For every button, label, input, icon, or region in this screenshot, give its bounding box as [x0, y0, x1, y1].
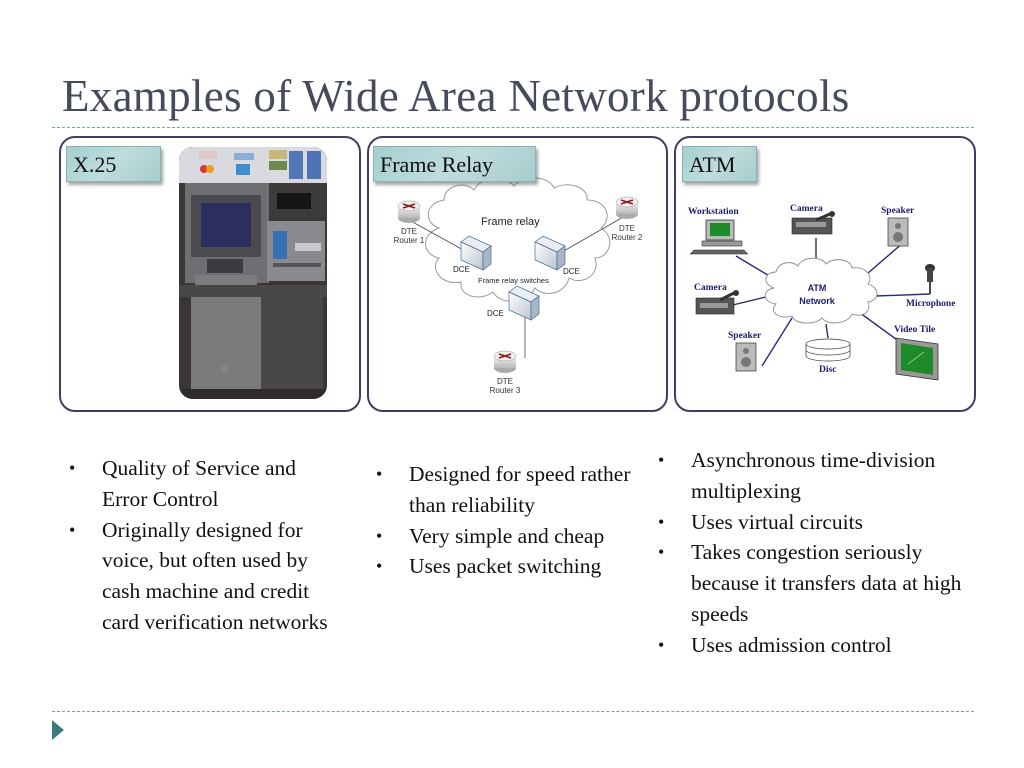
list-item: Quality of Service and Error Control — [66, 453, 346, 515]
dce-label-2: DCE — [563, 267, 580, 276]
dce-switch-3-icon — [508, 285, 540, 321]
atm-bullet-list: Asynchronous time-division multiplexing … — [655, 445, 985, 661]
dce-label-3: DCE — [487, 309, 504, 318]
router-3-label-1: DTE — [497, 377, 513, 386]
camera-left-icon — [695, 290, 739, 315]
router-1-label-2: Router 1 — [394, 236, 425, 245]
panel-frame-relay: Frame relay DTE Router 1 DTE Router 2 D — [367, 136, 668, 412]
x25-bullet-list: Quality of Service and Error Control Ori… — [66, 453, 346, 638]
camera-top-icon — [791, 211, 835, 235]
router-2-icon — [615, 196, 639, 219]
cash-machine-photo — [179, 147, 327, 399]
list-item: Asynchronous time-division multiplexing — [655, 445, 985, 507]
dce-switch-2-icon — [534, 235, 566, 271]
atm-network-diagram: ATM Network Workstation Camera Speaker — [688, 204, 955, 381]
star-logo — [199, 151, 217, 159]
label-video-tile: Video Tile — [894, 325, 935, 335]
dce-label-1: DCE — [453, 265, 470, 274]
label-microphone: Microphone — [906, 299, 955, 309]
router-3-label-2: Router 3 — [490, 386, 521, 395]
cloud-label-network: Network — [799, 296, 836, 306]
list-item: Uses virtual circuits — [655, 507, 985, 538]
label-speaker-top: Speaker — [881, 206, 915, 216]
title-divider — [52, 127, 974, 128]
list-item: Uses admission control — [655, 630, 985, 661]
atm-screen — [201, 203, 251, 247]
router-2-label-1: DTE — [619, 224, 635, 233]
panel-label-x25: X.25 — [66, 146, 161, 182]
cash-machine-image — [179, 147, 327, 399]
label-camera-top: Camera — [790, 204, 823, 214]
list-item: Takes congestion seriously because it tr… — [655, 537, 985, 629]
slide-title: Examples of Wide Area Network protocols — [62, 71, 850, 121]
label-workstation: Workstation — [688, 207, 739, 217]
frame-relay-bullet-list: Designed for speed rather than reliabili… — [373, 459, 663, 582]
list-item: Very simple and cheap — [373, 521, 663, 552]
label-camera-left: Camera — [694, 283, 727, 293]
router-1-icon — [397, 200, 421, 223]
footer-divider — [52, 711, 974, 712]
panel-label-frame-relay: Frame Relay — [373, 146, 536, 182]
cloud-label-atm: ATM — [808, 283, 827, 293]
router-2-label-2: Router 2 — [612, 233, 643, 242]
speaker-bottom-icon — [735, 342, 757, 372]
video-tile-icon — [895, 337, 939, 381]
disc-icon — [805, 338, 851, 362]
atm-network-cloud — [764, 257, 878, 324]
list-item: Designed for speed rather than reliabili… — [373, 459, 663, 521]
panel-atm: ATM Network Workstation Camera Speaker — [674, 136, 976, 412]
label-speaker-bottom: Speaker — [728, 331, 762, 341]
panel-label-atm: ATM — [682, 146, 757, 182]
dce-switch-1-icon — [460, 235, 492, 271]
cloud-label: Frame relay — [481, 216, 540, 228]
label-disc: Disc — [819, 365, 836, 375]
microphone-icon — [925, 264, 935, 294]
list-item: Originally designed for voice, but often… — [66, 515, 346, 638]
panel-x25: X.25 — [59, 136, 361, 412]
frame-relay-diagram: Frame relay DTE Router 1 DTE Router 2 D — [394, 177, 643, 395]
router-3-icon — [493, 350, 517, 373]
switches-label: Frame relay switches — [478, 276, 549, 285]
frame-relay-cloud — [425, 177, 611, 302]
list-item: Uses packet switching — [373, 551, 663, 582]
workstation-icon — [689, 219, 749, 255]
speaker-top-icon — [887, 217, 909, 247]
triangle-right-icon — [52, 720, 64, 740]
router-1-label-1: DTE — [401, 227, 417, 236]
